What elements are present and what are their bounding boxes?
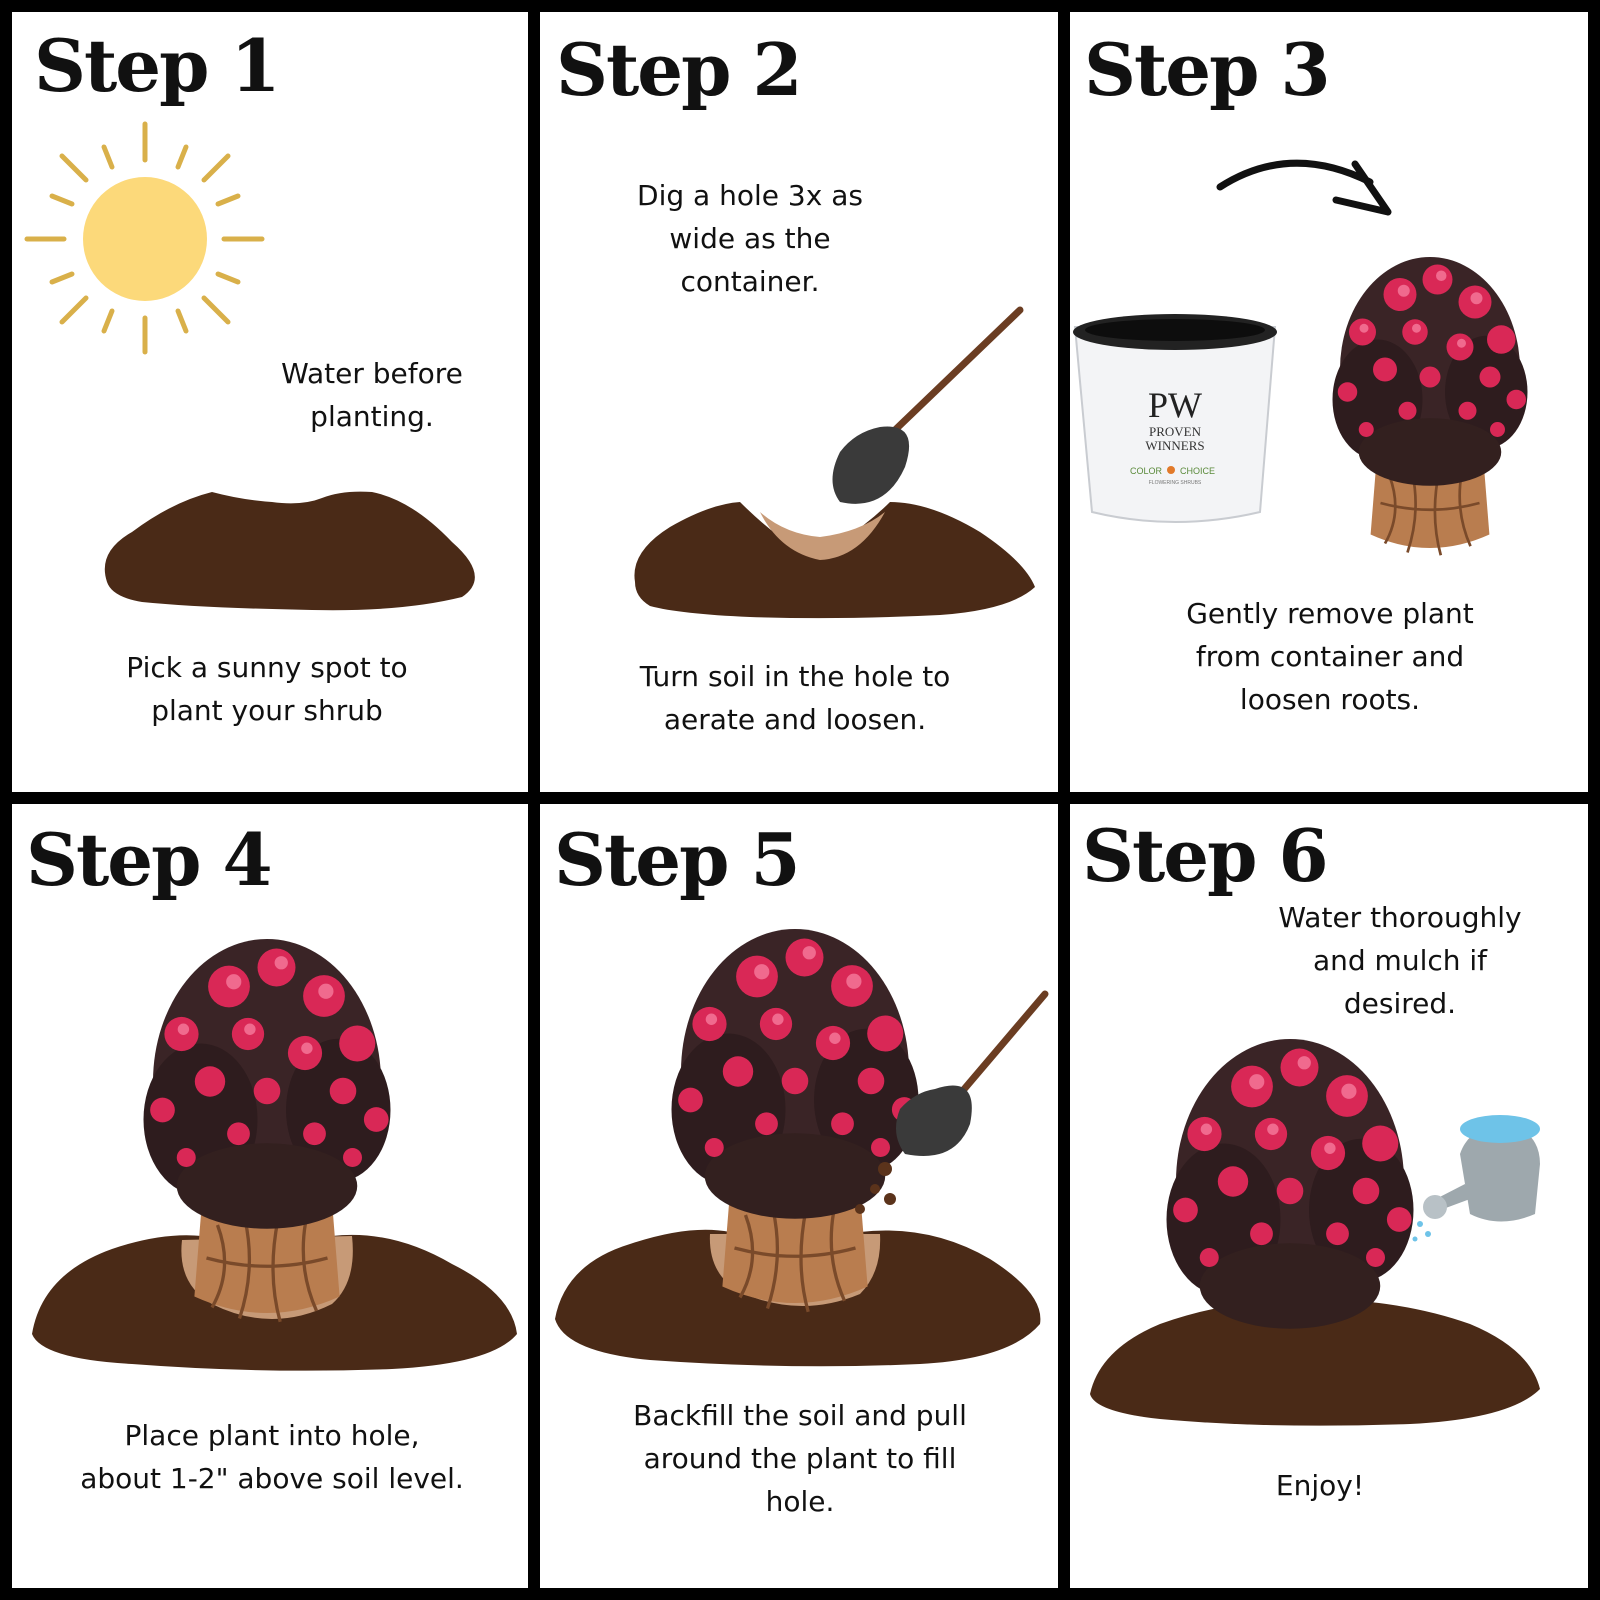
step-note-line: Water thoroughly <box>1278 901 1522 934</box>
step-note: Water thoroughly and mulch if desired. <box>1250 896 1550 1025</box>
plant-pot-icon: PW PROVEN WINNERS COLOR CHOICE FLOWERING… <box>1073 314 1277 523</box>
step-caption: Gently remove plant from container and l… <box>1130 592 1530 721</box>
step-5-illustration <box>555 929 1049 1367</box>
step-note-line: desired. <box>1343 987 1457 1020</box>
falling-soil-icon <box>855 1162 896 1214</box>
step-caption-line: around the plant to fill <box>643 1442 957 1475</box>
step-title: Step 3 <box>1084 27 1331 112</box>
shrub-icon <box>143 939 391 1229</box>
step-panel-5: Step 5 Backfill the soil and pull around… <box>540 804 1058 1588</box>
pot-logo: PW <box>1148 385 1202 425</box>
shrub-icon <box>671 929 919 1219</box>
pot-brand: WINNERS <box>1145 438 1204 453</box>
pot-tag: CHOICE <box>1180 466 1215 476</box>
step-caption: Pick a sunny spot to plant your shrub <box>62 646 472 732</box>
step-title: Step 5 <box>554 817 801 902</box>
step-caption-line: about 1-2" above soil level. <box>80 1462 464 1495</box>
step-caption-line: plant your shrub <box>151 694 383 727</box>
step-note: Water before planting. <box>242 352 502 438</box>
step-caption: Enjoy! <box>1275 1469 1365 1502</box>
step-caption-line: Place plant into hole, <box>124 1419 420 1452</box>
step-caption: Turn soil in the hole to aerate and loos… <box>580 655 1010 741</box>
step-panel-1: Step 1 Water before planting. Pick a sun… <box>12 12 528 792</box>
step-caption: Place plant into hole, about 1-2" above … <box>32 1414 512 1500</box>
step-note-line: and mulch if <box>1312 944 1488 977</box>
pot-brand: PROVEN <box>1149 424 1202 439</box>
step-title: Step 1 <box>34 23 281 108</box>
watering-can-icon <box>1412 1115 1540 1242</box>
step-panel-4: Step 4 Place plant into hole, about 1-2"… <box>12 804 528 1588</box>
step-title: Step 4 <box>26 817 273 902</box>
step-caption: Backfill the soil and pull around the pl… <box>570 1394 1030 1523</box>
arrow-icon <box>1216 159 1392 216</box>
step-caption-line: aerate and loosen. <box>663 703 927 736</box>
step-caption-line: Turn soil in the hole to <box>639 660 951 693</box>
step-caption-line: hole. <box>765 1485 835 1518</box>
step-caption-line: Pick a sunny spot to <box>126 651 408 684</box>
step-2-illustration <box>634 306 1035 619</box>
step-note-line: container. <box>680 265 820 298</box>
shovel-icon <box>832 306 1024 504</box>
soil-mound <box>104 491 475 611</box>
shrub-icon <box>1166 1039 1414 1329</box>
step-caption-line: Backfill the soil and pull <box>633 1399 967 1432</box>
step-caption-line: loosen roots. <box>1239 683 1421 716</box>
soil-mound <box>1090 1299 1540 1426</box>
step-note: Dig a hole 3x as wide as the container. <box>600 174 900 303</box>
step-panel-6: Step 6 Water thoroughly and mulch if des… <box>1070 804 1588 1588</box>
step-6-illustration <box>1090 1039 1540 1426</box>
soil-mound-with-hole <box>634 502 1035 619</box>
plant-with-roots-icon <box>1332 257 1528 557</box>
step-note-line: Dig a hole 3x as <box>637 179 863 212</box>
step-note-line: planting. <box>310 400 434 433</box>
step-panel-3: PW PROVEN WINNERS COLOR CHOICE FLOWERING… <box>1070 12 1588 792</box>
step-note-line: Water before <box>281 357 463 390</box>
step-3-illustration: PW PROVEN WINNERS COLOR CHOICE FLOWERING… <box>1073 159 1528 557</box>
step-caption-line: Gently remove plant <box>1186 597 1474 630</box>
step-note-line: wide as the <box>669 222 831 255</box>
sun-icon <box>24 121 265 355</box>
step-title: Step 6 <box>1082 813 1329 898</box>
step-caption-line: from container and <box>1195 640 1465 673</box>
step-panel-2: Step 2 Dig a hole 3x as wide as the cont… <box>540 12 1058 792</box>
step-1-illustration <box>24 121 475 611</box>
shovel-icon <box>896 990 1049 1156</box>
step-4-illustration <box>32 939 517 1371</box>
pot-tag: COLOR <box>1130 466 1163 476</box>
step-title: Step 2 <box>556 27 803 112</box>
pot-tag: FLOWERING SHRUBS <box>1149 480 1202 486</box>
hole <box>760 512 885 560</box>
